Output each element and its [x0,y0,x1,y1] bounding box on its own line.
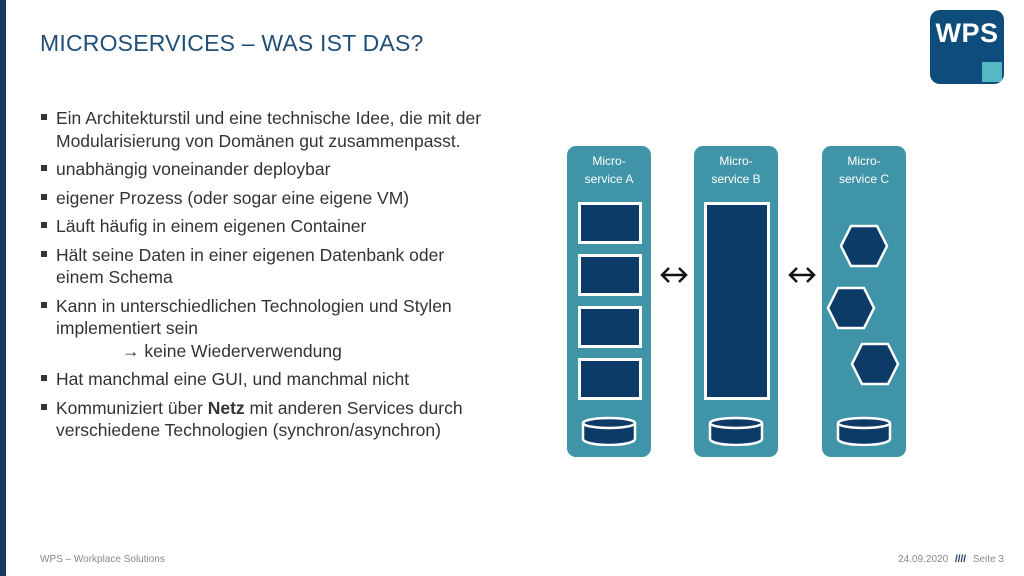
component-box [578,358,642,400]
left-accent-bar [0,0,6,576]
wps-logo: WPS [930,10,1004,84]
double-arrow-icon [660,267,688,283]
bullet-line: Läuft häufig in einem eigenen Container [56,216,367,236]
bullet-text: Kommuniziert über [56,397,208,418]
component-box [704,202,770,400]
slide-title: MICROSERVICES – WAS IST DAS? [40,30,424,56]
bullet-list: Ein Architekturstil und eine technische … [40,107,560,448]
service-label-line: service B [711,172,761,186]
bullet-item: eigener Prozess (oder sogar eine eigene … [40,187,560,210]
microservices-diagram: Micro- service A Micro- service B [560,140,920,470]
bullet-line: Kann in unterschiedlichen Technologien u… [56,295,452,316]
hexagon-icon [839,224,889,268]
footer-date: 24.09.2020 [898,554,949,565]
bullet-line: Kommuniziert über Netz mit anderen Servi… [56,397,560,420]
service-c-column: Micro- service C [822,146,906,457]
component-box [578,306,642,348]
hexagon-icon [826,286,876,330]
bullet-item: Kann in unterschiedlichen Technologien u… [40,295,560,363]
bullet-bold-text: Netz [207,397,245,418]
bullet-line: eigener Prozess (oder sogar eine eigene … [56,187,410,208]
service-c-label: Micro- service C [822,152,906,188]
footer-company: WPS – Workplace Solutions [40,554,165,565]
bullet-item: Hat manchmal eine GUI, und manchmal nich… [40,368,560,391]
bullet-item: Ein Architekturstil und eine technische … [40,107,560,152]
service-label-line: Micro- [847,154,881,168]
bullet-line: Hält seine Daten in einer eigenen Datenb… [56,244,445,265]
database-icon [581,416,637,446]
service-label-line: service C [838,172,889,186]
bullet-subline: → keine Wiederverwendung [122,340,342,361]
service-a-label: Micro- service A [567,152,651,188]
bullet-item: Hält seine Daten in einer eigenen Datenb… [40,244,560,289]
database-icon [836,416,892,446]
bullet-item: Läuft häufig in einem eigenen Container [40,215,560,238]
logo-accent-square [982,62,1002,82]
service-label-line: Micro- [719,154,753,168]
hexagon-icon [850,342,900,386]
double-arrow-icon [788,267,816,283]
service-b-label: Micro- service B [694,152,778,188]
footer-page-number: Seite 3 [972,554,1004,565]
bullet-line: einem Schema [56,267,173,287]
logo-text: WPS [935,18,999,48]
bullet-line: Hat manchmal eine GUI, und manchmal nich… [56,369,410,389]
bullet-item: unabhängig voneinander deploybar [40,158,560,181]
database-icon [708,416,764,446]
service-label-line: Micro- [592,154,626,168]
bullet-line: verschiedene Technologien (synchron/asyn… [56,420,441,440]
bullet-line: unabhängig voneinander deploybar [56,159,331,179]
footer-meta: 24.09.2020 //// Seite 3 [898,554,1004,565]
component-box [578,254,642,296]
footer-separator: //// [954,554,967,565]
service-b-column: Micro- service B [694,146,778,457]
bullet-line: Modularisierung von Domänen gut zusammen… [56,130,461,151]
service-a-column: Micro- service A [567,146,651,457]
bullet-line: Ein Architekturstil und eine technische … [56,108,482,128]
component-box [578,202,642,244]
bullet-item: Kommuniziert über Netz mit anderen Servi… [40,397,560,442]
bullet-line: implementiert sein [56,318,198,338]
service-label-line: service A [584,172,634,186]
bullet-text: mit anderen Services durch [244,397,463,418]
